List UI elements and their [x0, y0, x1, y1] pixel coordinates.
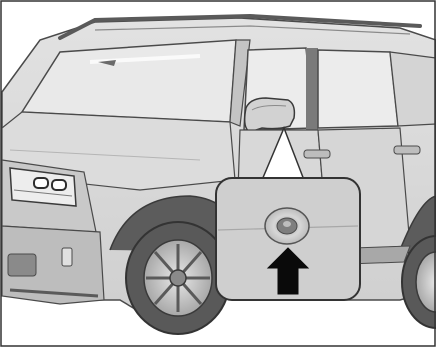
bumper-marker — [62, 248, 72, 266]
rear-door-handle — [394, 146, 420, 154]
wheel-hub — [170, 270, 186, 286]
front-door-handle — [304, 150, 330, 158]
b-pillar — [306, 48, 318, 130]
side-mirror — [245, 98, 295, 132]
headlight-lens-1 — [34, 178, 48, 188]
headlight-lens-2 — [52, 180, 66, 190]
rear-quarter-panel — [390, 52, 436, 126]
front-wheel — [126, 222, 230, 334]
fog-light — [8, 254, 36, 276]
mirror-button-highlight — [283, 221, 291, 227]
rear-side-window — [318, 50, 398, 128]
